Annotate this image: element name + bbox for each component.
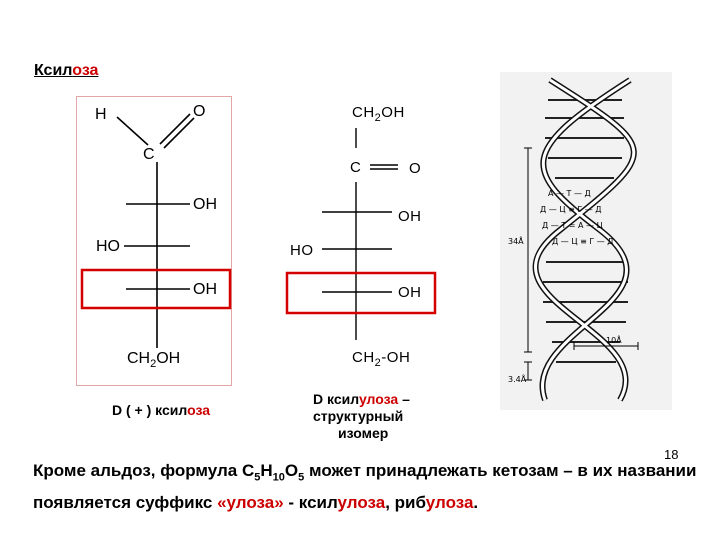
svg-text:Д — Ц ≡ Г — Д: Д — Ц ≡ Г — Д <box>552 237 614 246</box>
xylulose-oh-3: OH <box>398 284 422 301</box>
caption-xylose: D ( + ) ксилоза <box>112 402 211 418</box>
xylose-h-atom: H <box>95 106 107 123</box>
xylose-oh-1: OH <box>193 196 217 213</box>
xylulose-ho-2: HO <box>290 242 314 259</box>
xylose-o-atom: O <box>193 103 206 120</box>
xylose-ch2oh: CH2OH <box>127 350 181 371</box>
slide-title: Ксилоза <box>34 62 99 79</box>
xylose-ho-2: HO <box>96 238 120 255</box>
xylose-oh-3: OH <box>193 281 217 298</box>
svg-text:A — T — Д: A — T — Д <box>548 189 591 198</box>
caption-xylulose: D ксилулоза – структурный изомер <box>313 391 410 441</box>
xylulose-o-atom: O <box>409 160 422 177</box>
xylose-panel <box>76 96 232 386</box>
svg-text:Д — Ц ≡ Г — Д: Д — Ц ≡ Г — Д <box>540 205 602 214</box>
slide-number: 18 <box>664 447 679 462</box>
bottom-text: Кроме альдоз, формула С5Н10О5 может прин… <box>33 461 697 513</box>
svg-text:3.4Å: 3.4Å <box>508 373 527 384</box>
xylulose-ch2oh-top: CH2OH <box>352 104 405 124</box>
svg-text:10Å: 10Å <box>606 334 622 345</box>
svg-text:Д — T = A — Ц: Д — T = A — Ц <box>542 221 603 230</box>
xylose-c-atom: C <box>143 146 155 163</box>
svg-text:34Å: 34Å <box>508 235 524 246</box>
xylulose-c-atom: C <box>350 159 362 176</box>
xylulose-ch2oh-bottom: CH2-OH <box>352 349 411 369</box>
xylulose-oh-1: OH <box>398 208 422 225</box>
